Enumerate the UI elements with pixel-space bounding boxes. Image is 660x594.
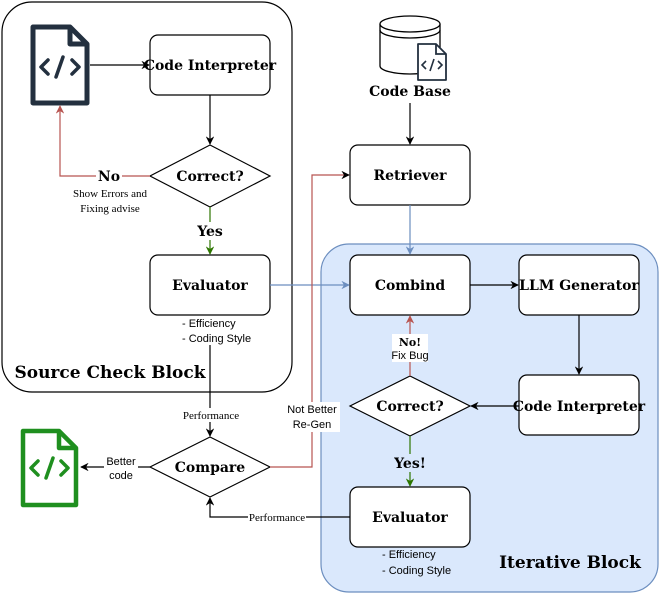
evaluator-iter-note-2: - Coding Style — [382, 565, 451, 577]
edge-label-no-iter: No! — [399, 336, 421, 349]
edge-label-yes-iter: Yes! — [393, 456, 426, 472]
edge-label-no-src-detail-1: Show Errors and — [73, 188, 147, 200]
evaluator-src-note-2: - Coding Style — [182, 333, 251, 345]
edge-label-yes-src: Yes — [196, 224, 223, 240]
compare-label: Compare — [175, 460, 246, 476]
edge-correct-no-to-file — [55, 105, 150, 177]
better-code-file-icon — [20, 428, 79, 508]
iterative-block-title: Iterative Block — [499, 553, 642, 573]
edge-label-no-src-detail-2: Fixing advise — [80, 203, 140, 215]
evaluator-iter-label: Evaluator — [372, 510, 448, 526]
evaluator-iter-note-1: - Efficiency — [382, 549, 436, 561]
evaluator-src-note-1: - Efficiency — [182, 318, 236, 330]
code-base-database-icon — [379, 15, 447, 81]
correct-src-label: Correct? — [176, 169, 243, 185]
retriever-label: Retriever — [373, 168, 447, 184]
edge-label-not-better-1: Not Better — [287, 404, 337, 416]
edge-label-no-iter-detail: Fix Bug — [391, 350, 428, 362]
code-interpreter-iter-label: Code Interpreter — [513, 399, 646, 415]
combind-label: Combind — [375, 278, 446, 294]
edge-label-better-code-1: Better — [106, 456, 136, 468]
edge-label-not-better-2: Re-Gen — [293, 419, 332, 431]
correct-iter-label: Correct? — [376, 399, 443, 415]
edge-compare-not-better-to-retriever — [270, 170, 350, 468]
code-interpreter-src-label: Code Interpreter — [144, 58, 277, 74]
code-base-label: Code Base — [369, 84, 451, 100]
edge-label-better-code-2: code — [109, 470, 133, 482]
evaluator-src-label: Evaluator — [172, 278, 248, 294]
source-code-file-icon — [30, 24, 90, 106]
source-check-block-container — [1, 1, 293, 393]
compare-diamond — [148, 436, 272, 498]
code-interpreter-iter-box — [518, 374, 640, 436]
edge-label-no-src: No — [98, 169, 120, 185]
llm-generator-label: LLM Generator — [519, 278, 639, 294]
edge-label-performance-src: Performance — [183, 410, 239, 422]
edge-label-performance-iter: Performance — [249, 512, 305, 524]
source-check-block-title: Source Check Block — [14, 363, 206, 383]
